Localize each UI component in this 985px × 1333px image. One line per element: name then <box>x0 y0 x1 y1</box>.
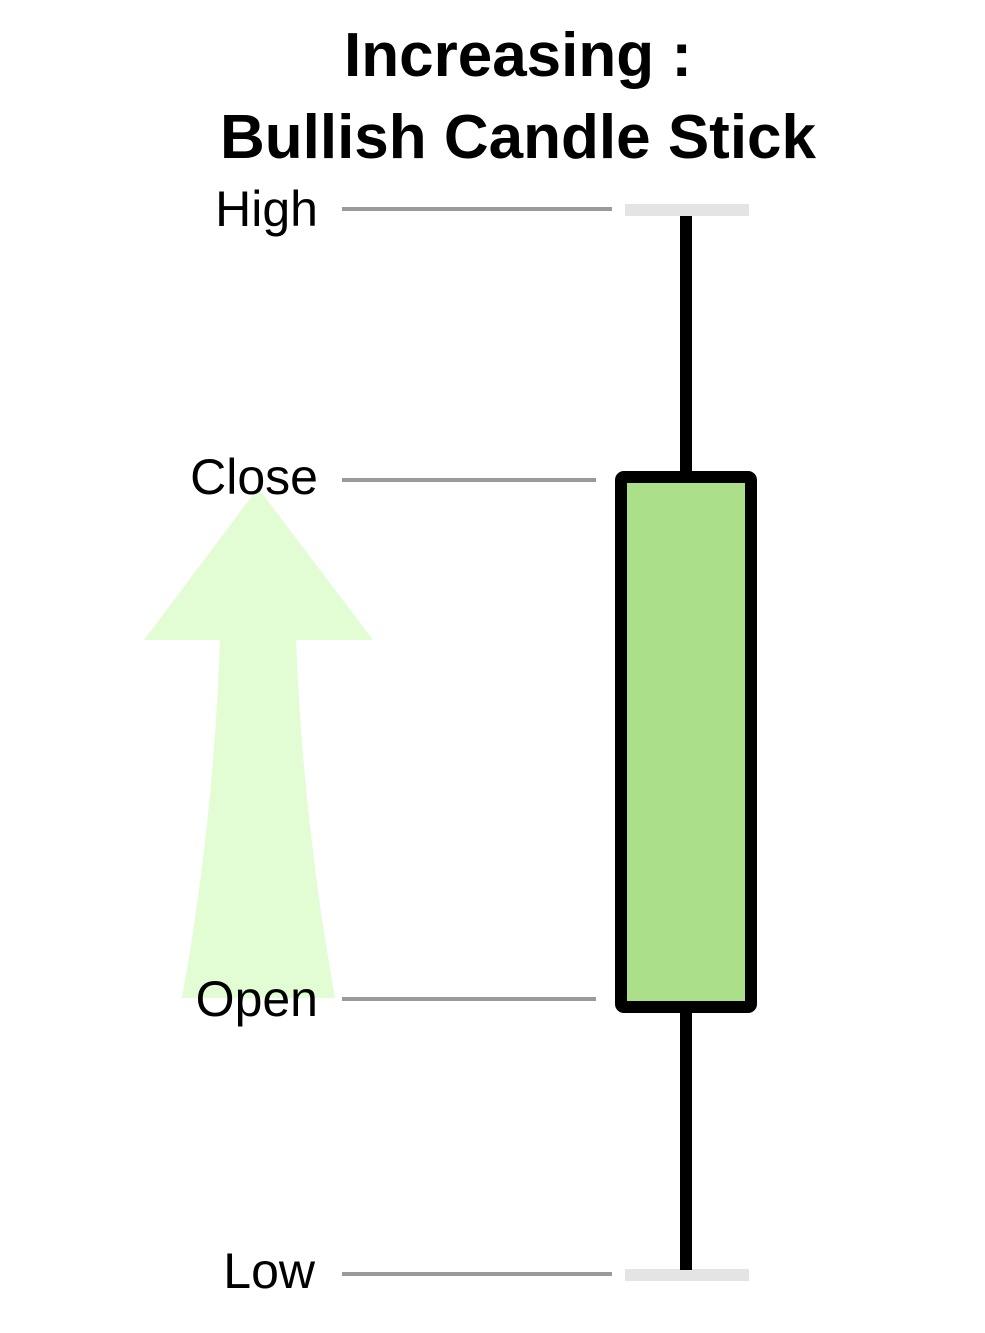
title-line-2: Bullish Candle Stick <box>219 103 817 172</box>
title-line-1: Increasing : <box>344 21 692 90</box>
up-arrow-icon <box>144 488 373 998</box>
high-tick <box>625 204 749 216</box>
low-tick <box>625 1269 749 1281</box>
label-close: Close <box>190 449 318 505</box>
label-low: Low <box>223 1243 316 1299</box>
label-high: High <box>215 181 318 237</box>
label-open: Open <box>196 971 318 1027</box>
candle-body <box>615 471 757 1013</box>
